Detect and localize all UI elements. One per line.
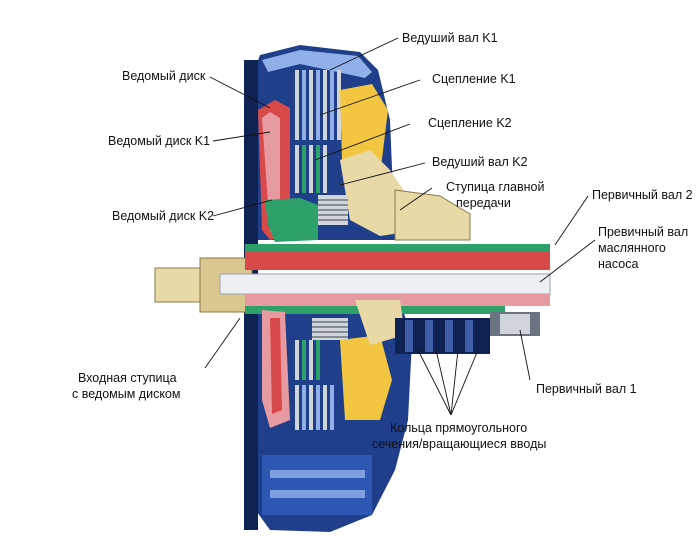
label-sealing-rings-1: Кольца прямоугольного (390, 421, 527, 435)
label-main-gear-hub-1: Ступица главной (446, 180, 545, 194)
label-oil-pump-shaft-2: маслянного (598, 241, 666, 255)
clutch-k1-plates (295, 70, 341, 140)
label-clutch-k1: Сцепление K1 (432, 72, 516, 86)
label-driving-shaft-k1: Ведуший вал K1 (402, 31, 498, 45)
upper-clutch-pack (258, 70, 471, 242)
leader-lines (204, 37, 596, 416)
label-input-hub-2: с ведомым диском (72, 387, 180, 401)
sealing-rings (395, 318, 490, 354)
label-oil-pump-shaft-3: насоса (598, 257, 638, 271)
label-driven-disc: Ведомый диск (122, 69, 206, 83)
clutch-k2-plates (295, 145, 327, 193)
label-primary-shaft-1: Первичный вал 1 (536, 382, 637, 396)
label-oil-pump-shaft-1: Превичный вал (598, 225, 688, 239)
label-driving-shaft-k2: Ведуший вал K2 (432, 155, 528, 169)
label-driven-disc-k1: Ведомый диск K1 (108, 134, 210, 148)
label-driven-disc-k2: Ведомый диск K2 (112, 209, 214, 223)
label-sealing-rings-2: сечения/вращающиеся вводы (372, 437, 546, 451)
lower-plates (295, 340, 334, 430)
return-spring-upper (318, 195, 348, 225)
lower-clutch-pack (262, 300, 490, 430)
labels: Ведуший вал K1 Ведомый диск Сцепление K1… (72, 31, 693, 451)
shaft-assembly (154, 244, 551, 336)
label-clutch-k2: Сцепление K2 (428, 116, 512, 130)
label-input-hub-1: Входная ступица (78, 371, 177, 385)
label-primary-shaft-2: Первичный вал 2 (592, 188, 693, 202)
label-main-gear-hub-2: передачи (456, 196, 511, 210)
return-spring-lower (312, 318, 348, 340)
